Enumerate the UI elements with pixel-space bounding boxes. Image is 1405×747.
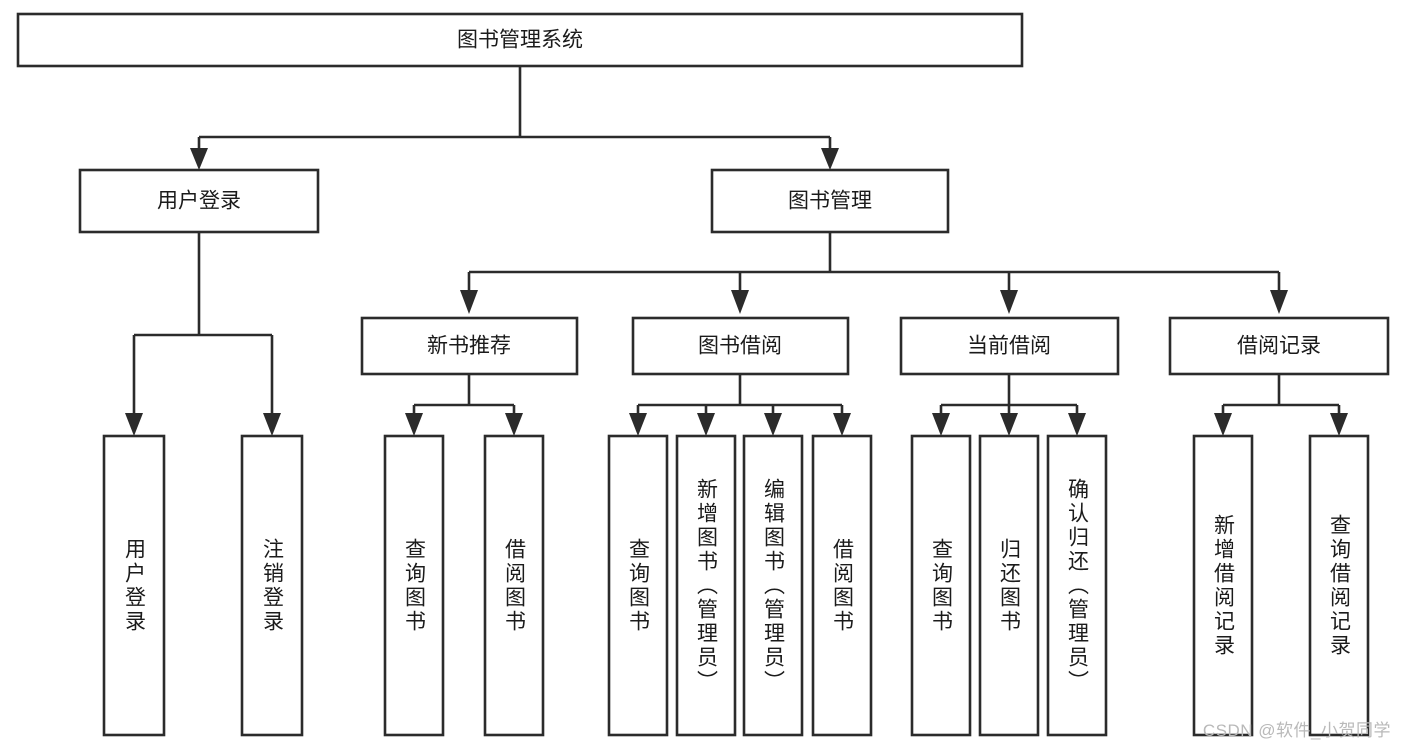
node-borrow-record-label: 借阅记录 (1237, 335, 1321, 358)
leaf-box-br-add-record[interactable] (1192, 434, 1254, 737)
node-current-borrow[interactable]: 当前借阅 (899, 316, 1120, 376)
leaf-box-cb-query-book[interactable] (910, 434, 972, 737)
leaf-box-user-login[interactable] (102, 434, 166, 737)
node-user-login[interactable]: 用户登录 (78, 168, 320, 234)
connector-root-to-level1 (190, 66, 839, 170)
arrow-cb-leaf-3 (1068, 413, 1086, 436)
leaf-box-cb-confirm-return[interactable] (1046, 434, 1108, 737)
leaf-box-nb-query-book[interactable] (383, 434, 445, 737)
node-book-borrow-label: 图书借阅 (698, 335, 782, 358)
arrow-to-user-login (190, 148, 208, 170)
arrow-nb-leaf-1 (405, 413, 423, 436)
node-new-book-recommend-box[interactable] (360, 316, 579, 376)
connector-book-borrow-to-leaves (629, 374, 851, 436)
node-user-login-label: 用户登录 (157, 190, 241, 213)
arrow-br-leaf-1 (1214, 413, 1232, 436)
leaf-box-logout[interactable] (240, 434, 304, 737)
connector-borrow-record-to-leaves (1214, 374, 1348, 436)
arrow-to-leaf-logout (263, 413, 281, 436)
arrow-bb-leaf-3 (764, 413, 782, 436)
arrow-to-leaf-user-login (125, 413, 143, 436)
node-user-login-box[interactable] (78, 168, 320, 234)
arrow-to-book-borrow (731, 290, 749, 314)
node-current-borrow-label: 当前借阅 (967, 335, 1051, 358)
leaf-box-bb-edit-book[interactable] (742, 434, 804, 737)
connector-user-login-to-leaves (125, 232, 281, 436)
arrow-to-current-borrow (1000, 290, 1018, 314)
connector-book-manage-to-level2 (460, 232, 1288, 314)
arrow-br-leaf-2 (1330, 413, 1348, 436)
arrow-to-borrow-record (1270, 290, 1288, 314)
node-root-box[interactable] (16, 12, 1024, 68)
connector-new-book-to-leaves (405, 374, 523, 436)
arrow-nb-leaf-2 (505, 413, 523, 436)
node-new-book-recommend-label: 新书推荐 (427, 335, 511, 358)
node-book-manage[interactable]: 图书管理 (710, 168, 950, 234)
arrow-bb-leaf-4 (833, 413, 851, 436)
node-book-borrow[interactable]: 图书借阅 (631, 316, 850, 376)
arrow-cb-leaf-1 (932, 413, 950, 436)
node-book-manage-label: 图书管理 (788, 190, 872, 213)
leaf-box-bb-borrow-book[interactable] (811, 434, 873, 737)
arrow-bb-leaf-1 (629, 413, 647, 436)
leaf-box-bb-add-book[interactable] (675, 434, 737, 737)
arrow-to-book-manage (821, 148, 839, 170)
leaf-box-nb-borrow-book[interactable] (483, 434, 545, 737)
csdn-watermark: CSDN @软件_小贺同学 (1202, 721, 1391, 740)
arrow-bb-leaf-2 (697, 413, 715, 436)
arrow-cb-leaf-2 (1000, 413, 1018, 436)
arrow-to-new-book (460, 290, 478, 314)
leaf-box-bb-query-book[interactable] (607, 434, 669, 737)
node-borrow-record[interactable]: 借阅记录 (1168, 316, 1390, 376)
connector-current-borrow-to-leaves (932, 374, 1086, 436)
node-root-label: 图书管理系统 (457, 29, 583, 52)
leaf-box-cb-return-book[interactable] (978, 434, 1040, 737)
leaf-box-br-query-record[interactable] (1308, 434, 1370, 737)
node-root[interactable]: 图书管理系统 (16, 12, 1024, 68)
node-current-borrow-box[interactable] (899, 316, 1120, 376)
node-new-book-recommend[interactable]: 新书推荐 (360, 316, 579, 376)
